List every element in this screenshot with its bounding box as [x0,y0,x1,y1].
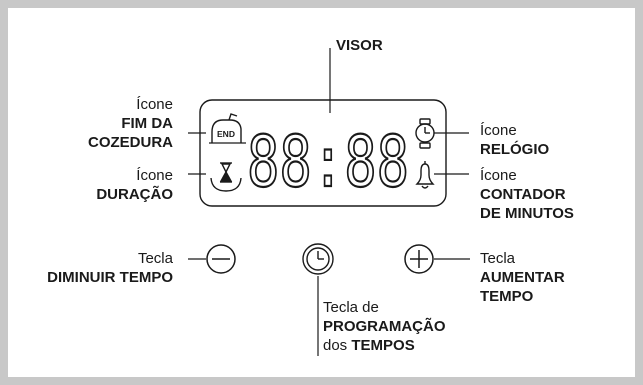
decrease-key-prefix: Tecla [137,250,173,267]
increase-key-label: Tecla AUMENTAR TEMPO [480,249,565,306]
plus-key[interactable] [404,244,434,274]
display-frame [199,99,447,207]
end-icon-label: Ícone FIM DA COZEDURA [88,95,173,152]
visor-label-text: VISOR [336,37,383,54]
bell-icon [415,161,435,189]
minute-timer-line1: CONTADOR [480,186,566,203]
duration-icon-prefix: Ícone [136,167,173,184]
display-digits: 88:88 [247,121,409,203]
hourglass-icon [210,162,242,192]
end-icon [209,113,246,144]
clock-icon-label: Ícone RELÓGIO [480,121,549,159]
duration-icon-label: Ícone DURAÇÃO [96,166,173,204]
program-key-line2-normal: dos [323,337,348,354]
increase-key-line2: TEMPO [480,288,534,305]
program-key[interactable] [302,243,334,275]
clock-icon [415,118,435,149]
minute-timer-line2: DE MINUTOS [480,205,574,222]
decrease-key-line1: DIMINUIR TEMPO [47,269,173,286]
duration-icon-line1: DURAÇÃO [96,186,173,203]
program-key-label: Tecla de PROGRAMAÇÃO dos TEMPOS [323,298,446,355]
clock-icon-prefix: Ícone [480,122,517,139]
clock-icon-line1: RELÓGIO [480,141,550,158]
program-key-prefix: Tecla de [323,299,379,316]
end-icon-line1: FIM DA [121,115,173,132]
minute-timer-prefix: Ícone [480,167,517,184]
diagram-panel [8,8,635,377]
clock-key-icon [306,247,330,271]
end-icon-line2: COZEDURA [88,134,173,151]
plus-icon [404,244,434,274]
program-key-line1: PROGRAMAÇÃO [323,318,446,335]
end-badge-text: END [217,129,235,139]
visor-label: VISOR [336,36,383,55]
minus-key[interactable] [206,244,236,274]
minus-icon [206,244,236,274]
end-icon-prefix: Ícone [136,96,173,113]
increase-key-line1: AUMENTAR [480,269,565,286]
decrease-key-label: Tecla DIMINUIR TEMPO [47,249,173,287]
increase-key-prefix: Tecla [480,250,516,267]
minute-timer-label: Ícone CONTADOR DE MINUTOS [480,166,574,223]
program-key-line2-bold: TEMPOS [351,337,415,354]
